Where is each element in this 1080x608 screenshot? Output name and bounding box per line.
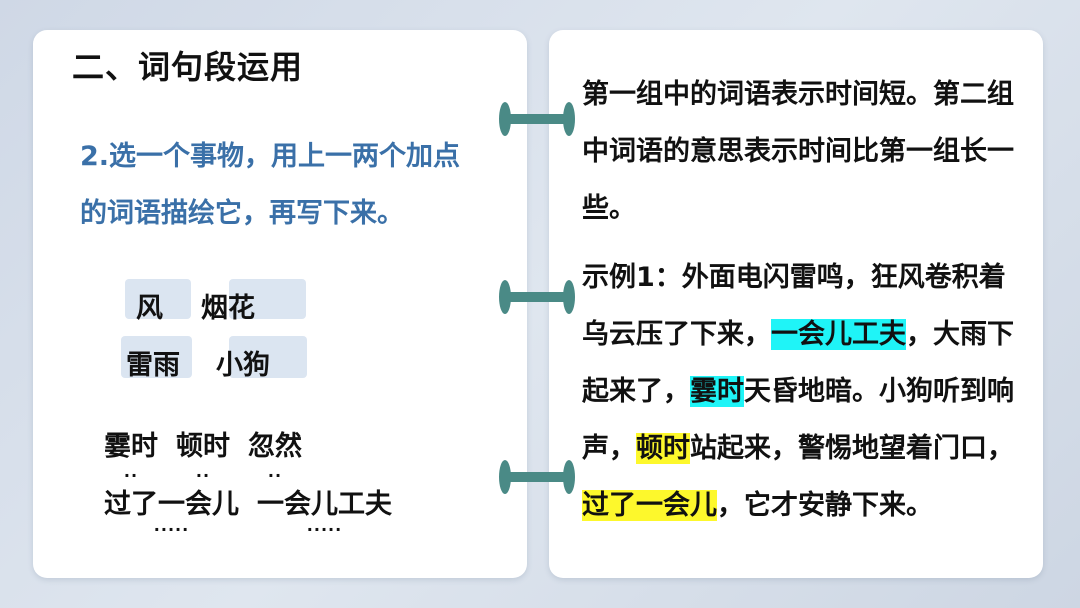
example-paragraph: 示例1：外面电闪雷鸣，狂风卷积着乌云压了下来，一会儿工夫，大雨下起来了，霎时天昏… [582, 262, 1014, 521]
binder-connector-icon [499, 460, 575, 494]
emphasis-dots: .. [267, 462, 283, 481]
chip-background [121, 336, 192, 378]
emphasis-dots: ····· [153, 520, 190, 539]
chip-background [229, 279, 306, 319]
emphasis-dots: ····· [306, 520, 343, 539]
task-instruction: 2.选一个事物，用上一两个加点的词语描绘它，再写下来。 [80, 141, 461, 229]
dotted-word: 忽然.. [248, 431, 302, 481]
dotted-word: 一会儿工夫····· [257, 489, 392, 539]
subject-fireworks: 烟花 [201, 293, 255, 324]
binder-connector-icon [499, 280, 575, 314]
emphasis-dots: .. [195, 462, 211, 481]
dotted-word: 顿时.. [176, 431, 230, 481]
highlight-word: 过了一会儿 [582, 490, 717, 521]
section-title: 二、词句段运用 [72, 48, 304, 86]
highlight-word: 顿时 [636, 433, 690, 464]
chip-background [125, 279, 191, 319]
highlight-word: 一会儿工夫 [771, 319, 906, 350]
binder-connector-icon [499, 102, 575, 136]
word-group-1: 霎时.. 顿时.. 忽然.. [104, 424, 302, 481]
dotted-word: 霎时.. [104, 431, 158, 481]
subject-thunderstorm: 雷雨 [126, 350, 180, 381]
right-panel [549, 30, 1043, 578]
answer-explanation: 第一组中的词语表示时间短。第二组中词语的意思表示时间比第一组长一些。 [582, 79, 1014, 224]
subject-puppy: 小狗 [216, 350, 270, 381]
word-group-2: 过了一会儿····· 一会儿工夫····· [104, 482, 392, 539]
subject-wind: 风 [136, 293, 163, 324]
highlight-word: 霎时 [690, 376, 744, 407]
emphasis-dots: .. [123, 462, 139, 481]
dotted-word: 过了一会儿····· [104, 489, 239, 539]
chip-background [229, 336, 307, 378]
